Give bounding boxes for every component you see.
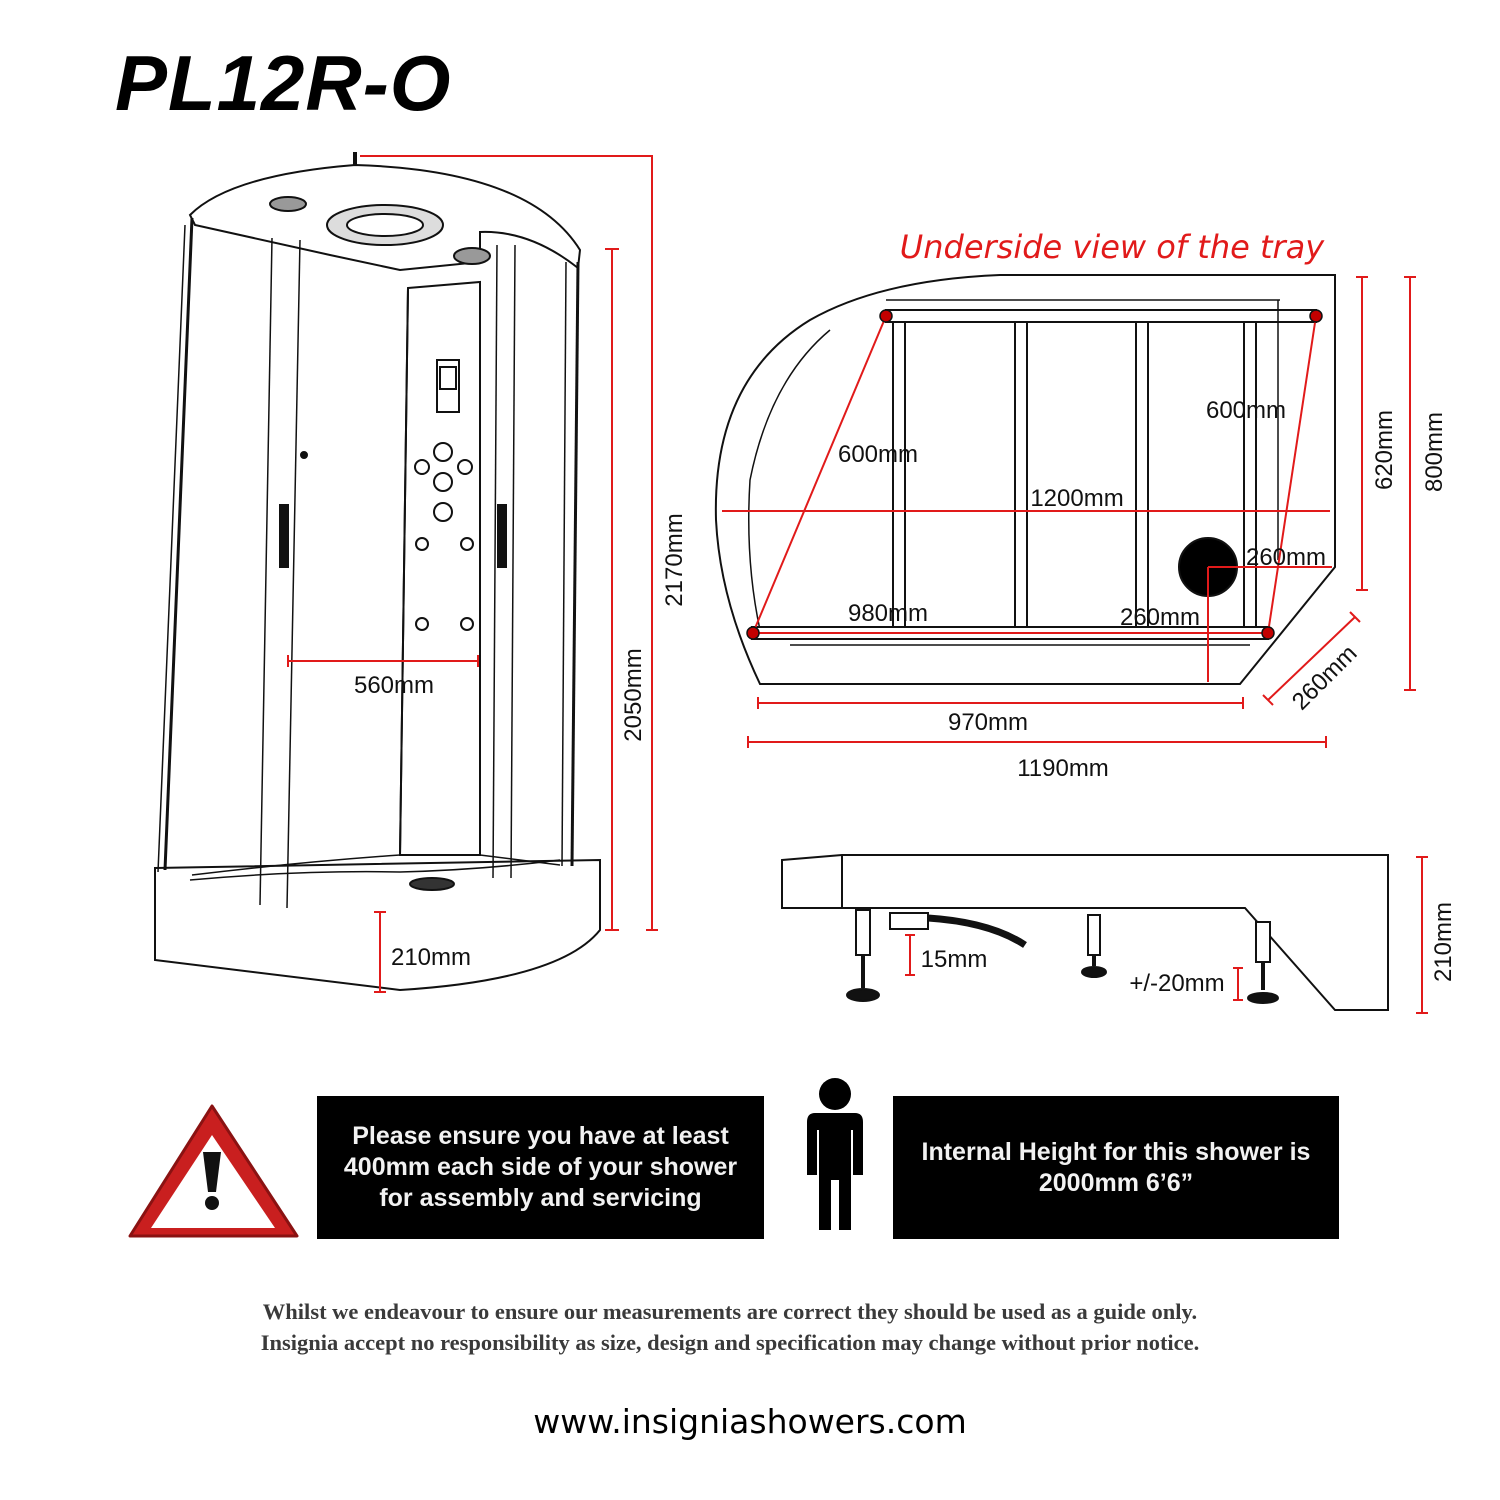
roof-speaker-right (453, 247, 491, 265)
website-url[interactable]: www.insigniashowers.com (533, 1402, 967, 1441)
warning-triangle-icon (128, 1104, 299, 1238)
dim-lift: 15mm (921, 946, 988, 973)
tray-frame-top-rail (885, 309, 1317, 323)
cabin-tray (154, 858, 601, 992)
dim-depth-800: 800mm (1421, 412, 1448, 492)
dim-total-height: 2170mm (661, 513, 688, 606)
disclaimer-line-2: Insignia accept no responsibility as siz… (260, 1330, 1200, 1355)
door-handle-left (279, 504, 289, 568)
clearance-notice: Please ensure you have at least 400mm ea… (317, 1096, 764, 1239)
dim-waste-offset-x: 260mm (1246, 544, 1326, 571)
cabin-drain (409, 877, 455, 891)
dim-width-1190: 1190mm (1017, 755, 1109, 782)
tray-dimension-lines (722, 276, 1416, 748)
dim-tray-height: 210mm (391, 944, 471, 971)
tray-view-title: Underside view of the tray (900, 228, 1325, 266)
dim-frame-height: 2050mm (620, 648, 647, 741)
dim-depth-620: 620mm (1371, 410, 1398, 490)
tray-side-view-illustration (781, 854, 1389, 1011)
dim-width-970: 970mm (948, 709, 1028, 736)
dim-width-980: 980mm (848, 600, 928, 627)
dim-corner-260: 260mm (1287, 640, 1363, 716)
person-icon (807, 1078, 863, 1230)
cabin-dimension-lines (287, 155, 658, 993)
tray-side-profile (781, 854, 1389, 1011)
disclaimer-line-1: Whilst we endeavour to ensure our measur… (262, 1299, 1198, 1324)
internal-height-notice: Internal Height for this shower is 2000m… (893, 1096, 1339, 1239)
dim-diagonal-left: 600mm (838, 441, 918, 468)
tray-underside-illustration (714, 274, 1336, 685)
dim-leg-adjust: +/-20mm (1129, 970, 1224, 997)
dim-waste-offset-y: 260mm (1120, 604, 1200, 631)
product-title: PL12R-O (115, 39, 452, 127)
tray-foot-points (746, 309, 1323, 640)
dim-diagonal-right: 600mm (1206, 397, 1286, 424)
roof-speaker-left (269, 196, 307, 212)
dim-width-1200: 1200mm (1030, 485, 1123, 512)
side-dimension-lines (905, 856, 1428, 1014)
dim-side-height: 210mm (1430, 902, 1457, 982)
door-handle-right (497, 504, 507, 568)
disclaimer: Whilst we endeavour to ensure our measur… (150, 1296, 1310, 1358)
dim-door-width: 560mm (354, 672, 434, 699)
shower-cabin-illustration (154, 152, 601, 992)
